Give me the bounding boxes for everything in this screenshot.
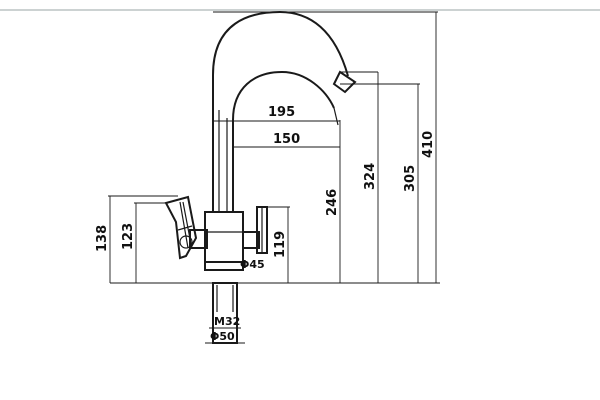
base-flange bbox=[204, 261, 244, 271]
dimension-lines bbox=[108, 11, 440, 344]
dim-label-195: 195 bbox=[268, 105, 295, 120]
dim-label-324: 324 bbox=[363, 163, 378, 190]
valve-body bbox=[204, 211, 244, 263]
spout-inner bbox=[232, 70, 335, 212]
spout-tip-inner bbox=[333, 107, 339, 126]
dim-label-119: 119 bbox=[273, 231, 288, 258]
dim-label-phi45: Φ45 bbox=[240, 258, 265, 271]
spout-tip bbox=[332, 70, 357, 94]
dim-label-123: 123 bbox=[121, 223, 136, 250]
dim-label-150: 150 bbox=[273, 132, 300, 147]
faucet-outline bbox=[164, 10, 357, 344]
dim-label-138: 138 bbox=[95, 225, 110, 252]
dim-label-246: 246 bbox=[325, 189, 340, 216]
right-connector bbox=[242, 231, 260, 249]
dim-label-m32: M32 bbox=[214, 315, 240, 328]
dim-label-phi50: Φ50 bbox=[210, 330, 235, 343]
left-lever-pivot bbox=[179, 235, 193, 249]
dim-label-410: 410 bbox=[421, 131, 436, 158]
dim-label-305: 305 bbox=[403, 165, 418, 192]
left-lever bbox=[164, 195, 198, 260]
